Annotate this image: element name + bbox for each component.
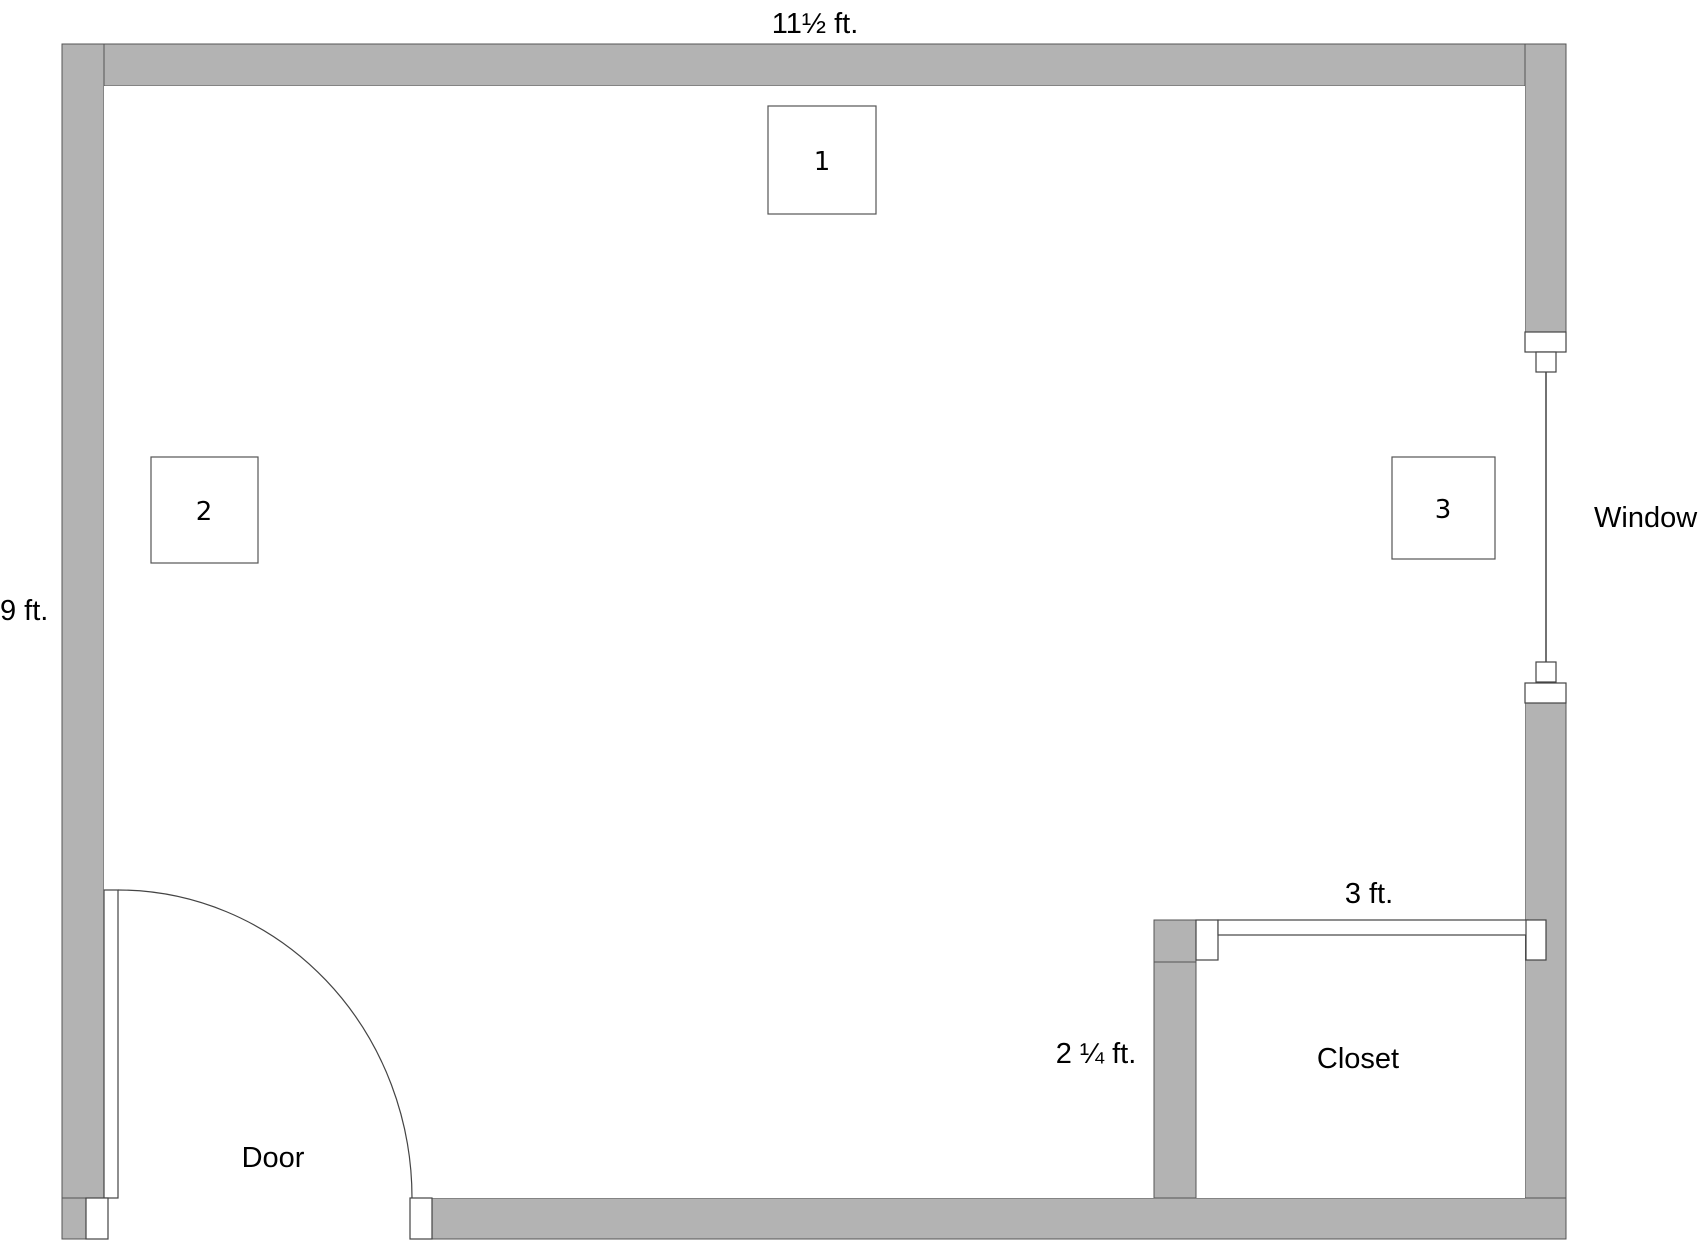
marker-1-box [767,105,877,215]
closet-wall [1153,919,1197,1199]
marker-1-label: 1 [814,147,831,177]
closet [1153,919,1547,1199]
marker-3-label: 3 [1435,495,1452,525]
door-jamb-left [85,1197,109,1240]
top-wall [61,43,1567,87]
closet-corner [1153,919,1197,963]
closet-door-panel [1217,919,1529,936]
left-wall [61,43,105,1240]
window-sill-bottom [1535,661,1557,683]
door-swing-arc [117,889,413,1199]
right-wall-lower [1524,702,1567,1240]
window-frame-top [1524,331,1567,353]
closet-door-jamb-left [1195,919,1219,961]
room-floor [104,86,1525,1198]
door [85,889,433,1240]
window-frame-bottom [1524,682,1567,704]
marker-2-label: 2 [196,497,213,527]
marker-2-box [150,456,259,564]
window [1524,331,1567,704]
door-jamb-right [409,1197,433,1240]
window-label: Window [1594,502,1698,534]
closet-label: Closet [1317,1043,1399,1075]
closet-door-jamb-right [1525,919,1547,961]
window-sill-top [1535,351,1557,373]
left-height-label: 9 ft. [0,595,48,627]
right-wall-upper [1524,43,1567,333]
door-label: Door [242,1142,305,1174]
bottom-wall [431,1197,1567,1240]
closet-depth-label: 2 ¼ ft. [1056,1038,1137,1070]
closet-width-label: 3 ft. [1345,878,1393,910]
top-width-label: 11½ ft. [772,8,859,40]
marker-3-box [1391,456,1496,560]
door-leaf [103,889,119,1199]
